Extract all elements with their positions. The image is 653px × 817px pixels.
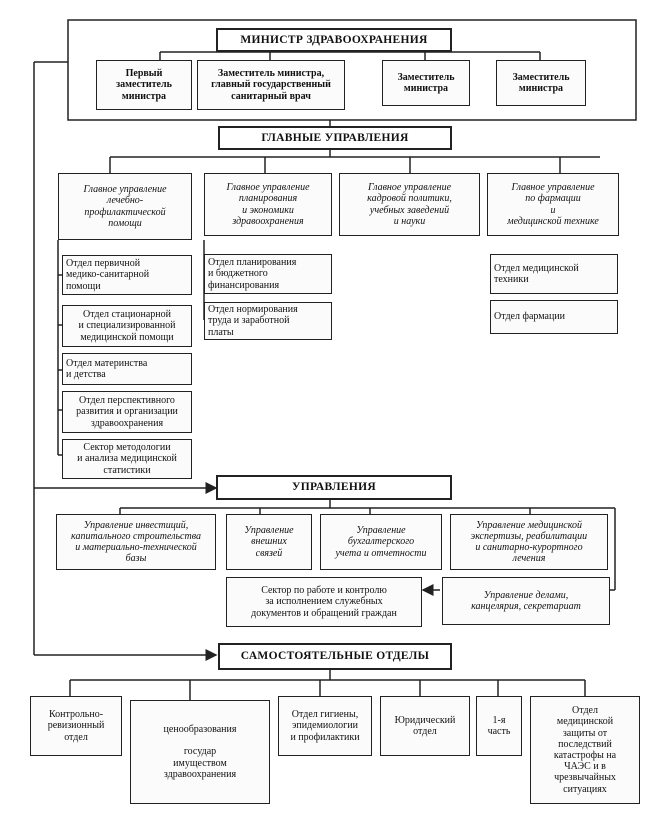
directorate-accounting: Управление бухгалтерского учета и отчетн… [320, 514, 442, 570]
control-sector: Сектор по работе и контролю за исполнени… [226, 577, 422, 627]
dept-development: Отдел перспективного развития и организа… [62, 391, 192, 433]
dept-inpatient-care: Отдел стационарной и специализированной … [62, 305, 192, 347]
dept-primary-care: Отдел первичной медико-санитарной помощи [62, 255, 192, 295]
dept-pricing-property: ценообразования государ имуществом здрав… [130, 700, 270, 804]
dept-labor-wages: Отдел нормирования труда и заработной пл… [204, 302, 332, 340]
deputy-sanitary-box: Заместитель министра, главный государств… [197, 60, 345, 110]
dept-budget-planning: Отдел планирования и бюджетного финансир… [204, 254, 332, 294]
dept-legal: Юридический отдел [380, 696, 470, 756]
main-directorate-pharmacy: Главное управление по фармации и медицин… [487, 173, 619, 236]
directorate-affairs: Управление делами, канцелярия, секретари… [442, 577, 610, 625]
dept-maternity: Отдел материнства и детства [62, 353, 192, 385]
main-directorate-personnel: Главное управление кадровой политики, уч… [339, 173, 480, 236]
independent-depts-header: САМОСТОЯТЕЛЬНЫЕ ОТДЕЛЫ [218, 643, 452, 670]
directorate-investments: Управление инвестиций, капитального стро… [56, 514, 216, 570]
dept-medical-equipment: Отдел медицинской техники [490, 254, 618, 294]
main-directorate-planning: Главное управление планирования и эконом… [204, 173, 332, 236]
dept-hygiene: Отдел гигиены, эпидемиологии и профилакт… [278, 696, 372, 756]
main-directorates-header: ГЛАВНЫЕ УПРАВЛЕНИЯ [218, 126, 452, 150]
minister-box: МИНИСТР ЗДРАВООХРАНЕНИЯ [216, 28, 452, 52]
deputy-box-4: Заместитель министра [496, 60, 586, 106]
directorate-foreign-relations: Управление внешних связей [226, 514, 312, 570]
directorates-header: УПРАВЛЕНИЯ [216, 475, 452, 500]
main-directorate-medical: Главное управление лечебно- профилактиче… [58, 173, 192, 240]
first-deputy-box: Первый заместитель министра [96, 60, 192, 110]
directorate-expertise: Управление медицинской экспертизы, реаби… [450, 514, 608, 570]
deputy-box-3: Заместитель министра [382, 60, 470, 106]
dept-pharmacy: Отдел фармации [490, 300, 618, 334]
dept-audit: Контрольно- ревизионный отдел [30, 696, 122, 756]
sector-statistics: Сектор методологии и анализа медицинской… [62, 439, 192, 479]
dept-first-section: 1-я часть [476, 696, 522, 756]
dept-chernobyl-protection: Отдел медицинской защиты от последствий … [530, 696, 640, 804]
